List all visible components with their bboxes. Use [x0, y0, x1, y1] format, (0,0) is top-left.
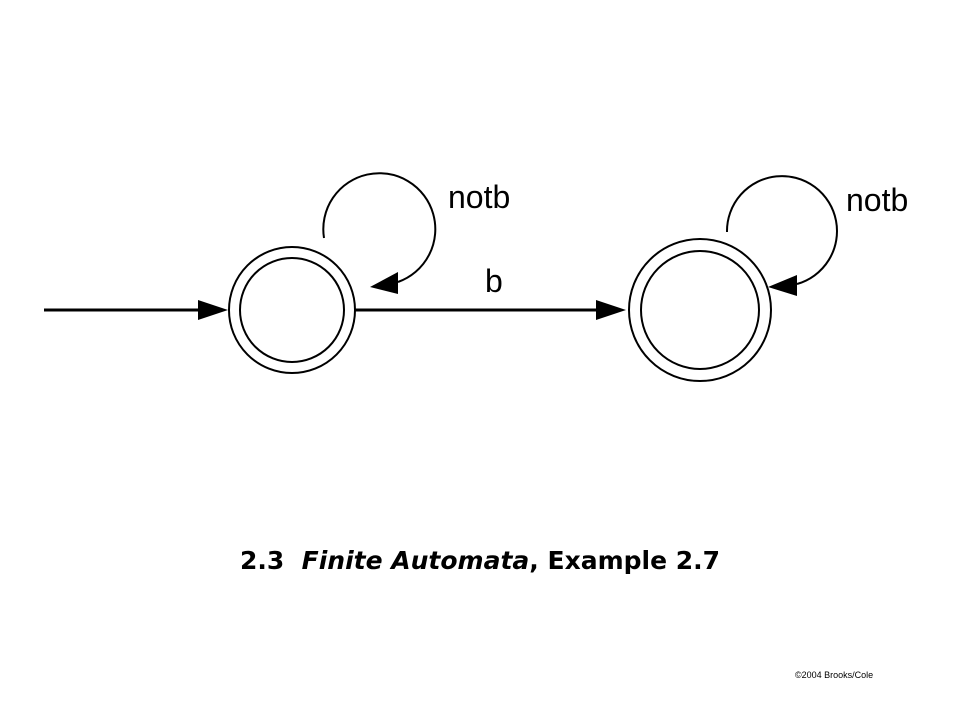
- self-loop-q1: [725, 175, 838, 296]
- self-loop-q0: [322, 172, 437, 294]
- copyright-notice: ©2004 Brooks/Cole: [795, 670, 874, 680]
- caption-topic: Finite Automata: [301, 546, 530, 575]
- label-loop-q0: notb: [448, 179, 510, 215]
- state-q1: [628, 238, 772, 382]
- label-transition-b: b: [485, 263, 503, 299]
- label-loop-q1: notb: [846, 182, 908, 218]
- start-arrow: [44, 300, 228, 320]
- caption-section: 2.3: [239, 546, 285, 575]
- caption: 2.3 Finite Automata, Example 2.7: [0, 546, 960, 575]
- transition-q0-q1: [355, 300, 626, 320]
- state-q0: [228, 246, 356, 374]
- caption-example: , Example 2.7: [529, 546, 721, 575]
